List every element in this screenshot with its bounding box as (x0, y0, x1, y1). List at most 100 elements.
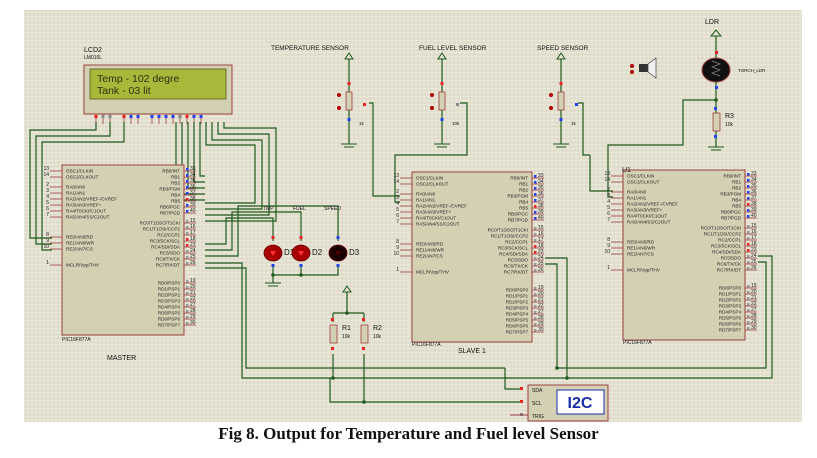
wires (29, 99, 773, 403)
pin-label: OSC2/CLKOUT (66, 175, 99, 180)
pin-number: 39 (751, 207, 757, 213)
lcd-ref-label: LCD2 (84, 47, 102, 54)
pin-number: 24 (538, 255, 544, 261)
r1-ref: R1 (342, 325, 351, 332)
pin-number: 1 (46, 260, 49, 266)
pin-number: 34 (538, 179, 544, 185)
pin-number: 2 (46, 182, 49, 188)
pin-number: 14 (604, 177, 610, 183)
junctions (271, 98, 718, 404)
pin-number: 24 (751, 253, 757, 259)
pin-label: RD1/PSP1 (506, 294, 529, 299)
pin-label: RC2/CCP1 (718, 238, 741, 243)
pin-number: 39 (538, 209, 544, 215)
led-label-fuel: FUEL (293, 206, 306, 212)
pin-number: 3 (607, 193, 610, 199)
pin-number: 23 (190, 242, 196, 248)
pin-label: RD4/PSP4 (158, 305, 181, 310)
pin-number: 25 (538, 261, 544, 267)
sensor-value: 10k (452, 121, 460, 126)
pin-label: RD2/PSP2 (506, 300, 529, 305)
pin-label: RC4/SDI/SDA (499, 252, 529, 257)
pin-label: RA4/T0CKI/C1OUT (416, 216, 456, 221)
pin-number: 10 (393, 251, 399, 257)
pin-label: RB7/PGD (160, 211, 181, 216)
pin-number: 20 (190, 284, 196, 290)
pin-label: RC7/RX/DT (504, 270, 528, 275)
pin-number: 5 (607, 205, 610, 211)
pin-number: 33 (538, 173, 544, 179)
pin-label: RB2 (519, 188, 528, 193)
pin-label: RC5/SDO (508, 258, 529, 263)
lcd-pin-marker (94, 115, 98, 118)
lcd-pin-marker (164, 115, 168, 118)
pin-number: 36 (190, 184, 196, 190)
pin-label: RA2/AN2/VREF-/CVREF (66, 197, 117, 202)
pin-number: 18 (751, 241, 757, 247)
pin-number: 23 (538, 249, 544, 255)
pin-label: RD3/PSP3 (719, 304, 742, 309)
pin-number: 9 (396, 245, 399, 251)
pin-label: OSC2/CLKOUT (416, 182, 449, 187)
pin-number: 16 (538, 231, 544, 237)
pin-label: RB7/PGD (508, 218, 529, 223)
pin-number: 25 (190, 254, 196, 260)
pin-label: RD6/PSP6 (158, 317, 181, 322)
pin-number: 15 (751, 223, 757, 229)
lcd-pin-marker (108, 115, 112, 118)
buzzer (630, 57, 657, 79)
lcd-pin-marker (129, 115, 133, 118)
pin-label: RD7/PSP7 (158, 323, 181, 328)
pin-label: RD2/PSP2 (719, 298, 742, 303)
pin-label: RE1/AN6/WR (416, 248, 445, 253)
pin-label: RA3/AN3/VREF+ (66, 203, 102, 208)
lcd-pin-marker (192, 115, 196, 118)
r3-ref: R3 (725, 113, 734, 120)
pin-label: RD7/PSP7 (719, 328, 742, 333)
pin-number: 10 (43, 244, 49, 250)
pin-label: RB1 (519, 182, 528, 187)
ldr-sensor: LDR TORCH_LDR R3 10k (701, 19, 766, 151)
pin-label: RA0/AN0 (627, 190, 647, 195)
pin-label: OSC1/CLKIN (66, 169, 93, 174)
pin-number: 3 (46, 188, 49, 194)
ldr-part-label: TORCH_LDR (738, 68, 766, 73)
pin-label: RB6/PGC (721, 210, 742, 215)
lcd-pin-marker (199, 115, 203, 118)
sensor-value: 1k (359, 121, 365, 126)
pin-number: 28 (751, 313, 757, 319)
pin-number: 7 (46, 212, 49, 218)
pin-number: 29 (190, 314, 196, 320)
pin-label: RD4/PSP4 (506, 312, 529, 317)
mcu-body (622, 169, 746, 341)
lcd-part-label: LM016L (84, 55, 102, 61)
lcd-pin-marker (157, 115, 161, 118)
master-label: MASTER (107, 355, 136, 362)
pin-label: OSC1/CLKIN (416, 176, 443, 181)
pin-label: RD0/PSP0 (719, 286, 742, 291)
pin-number: 40 (751, 213, 757, 219)
pin-number: 35 (538, 185, 544, 191)
pin-label: RB0/INT (723, 174, 741, 179)
pin-number: 28 (538, 315, 544, 321)
pin-number: 5 (46, 200, 49, 206)
pin-label: RA0/AN0 (416, 192, 436, 197)
pin-number: 36 (751, 189, 757, 195)
sensor-value: 1k (571, 121, 577, 126)
pin-label: RC2/CCP1 (157, 233, 180, 238)
u1-ref-label: U1 (622, 167, 631, 174)
pin-number: 14 (43, 172, 49, 178)
lcd-pins (94, 114, 203, 124)
pin-number: 25 (751, 259, 757, 265)
pin-label: RB1 (171, 175, 180, 180)
pin-label: RD4/PSP4 (719, 310, 742, 315)
pin-label: RD5/PSP5 (506, 318, 529, 323)
pin-number: 4 (396, 201, 399, 207)
pin-label: RD3/PSP3 (506, 306, 529, 311)
pin-number: 19 (538, 285, 544, 291)
lcd-pin-marker (101, 115, 105, 118)
pin-number: 3 (396, 195, 399, 201)
pin-label: RB3/PGM (720, 192, 741, 197)
